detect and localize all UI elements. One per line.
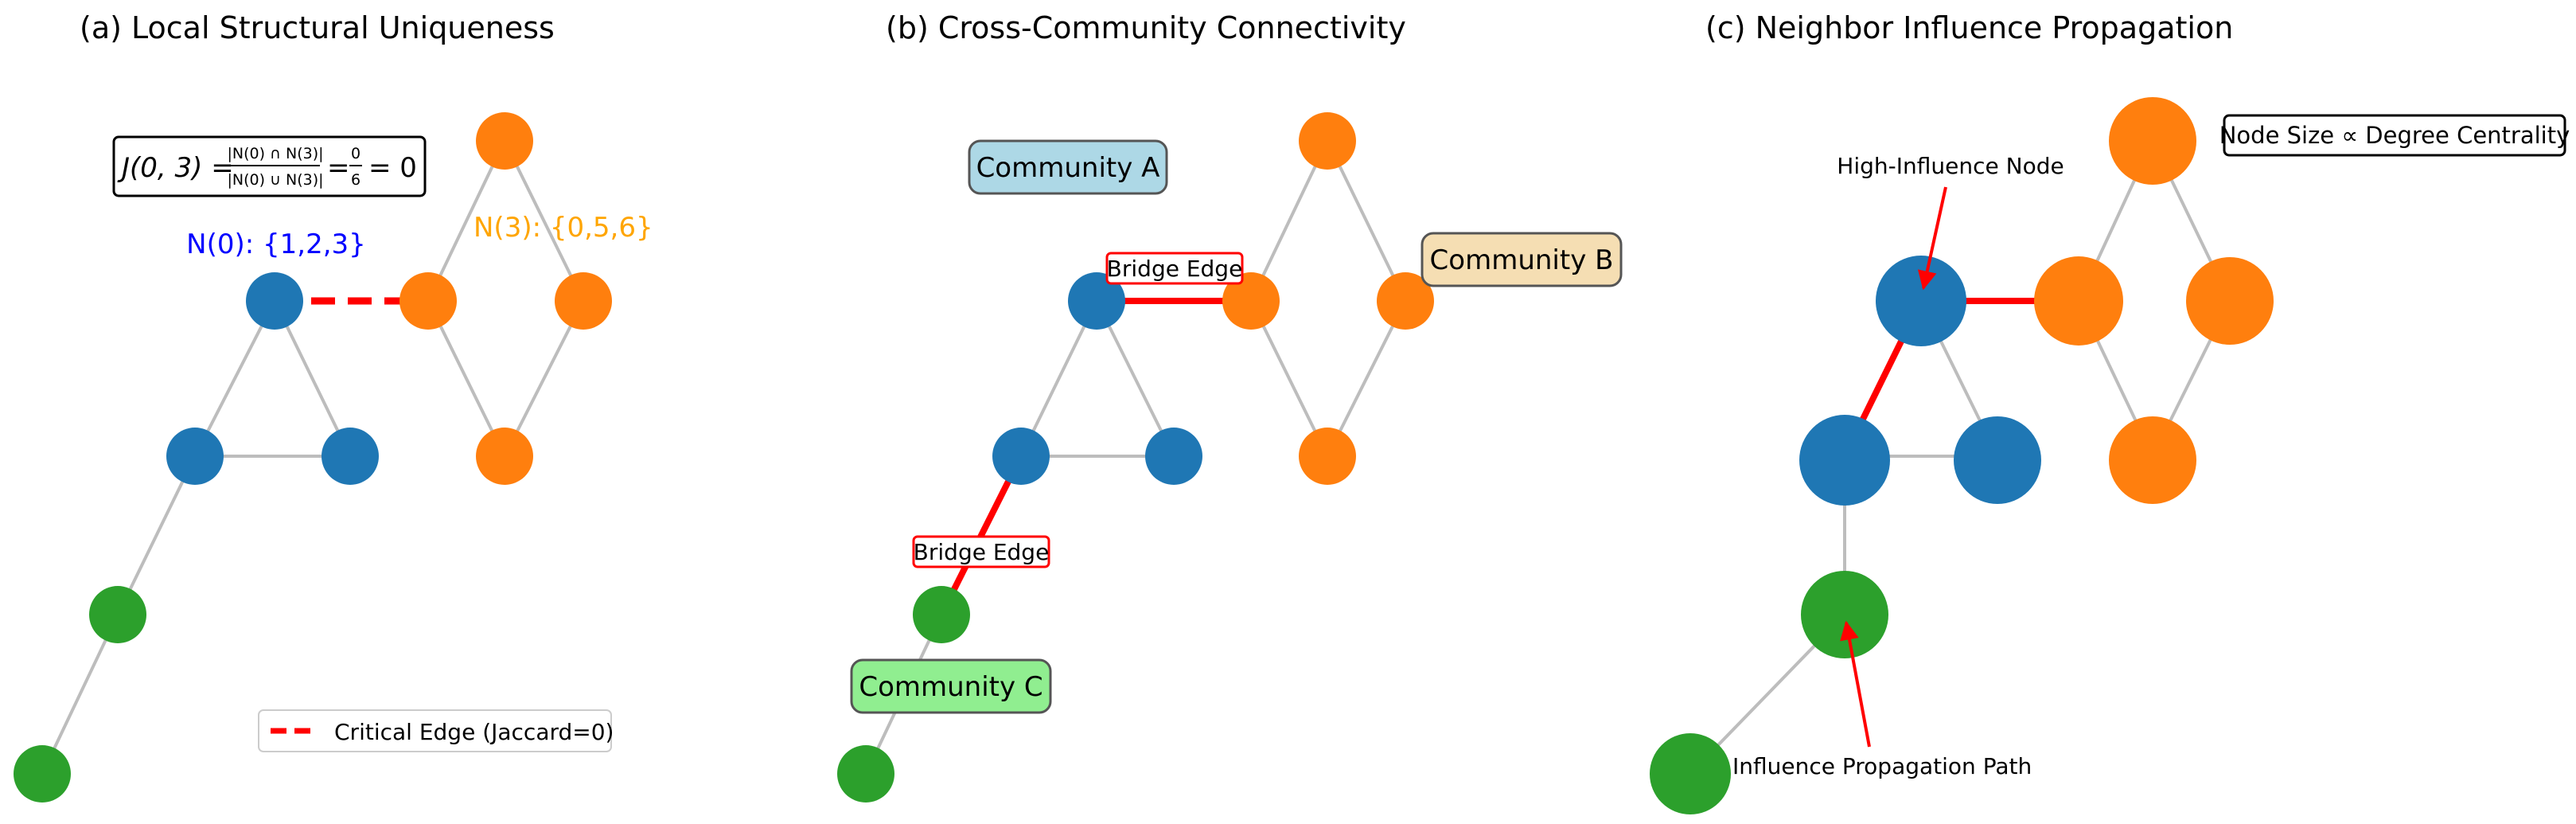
size-note-text: Node Size ∝ Degree Centrality xyxy=(2219,122,2570,149)
node-b-green-1 xyxy=(913,586,970,643)
node-4 xyxy=(476,112,533,170)
node-6 xyxy=(476,428,533,485)
node-c-3 xyxy=(2034,256,2123,346)
edge-3-6 xyxy=(427,300,506,457)
formula-denominator: |N(0) ∪ N(3)| xyxy=(227,171,323,189)
edge-b-0-2 xyxy=(1095,300,1175,457)
edge-5-6 xyxy=(503,300,585,457)
node-b-2 xyxy=(1145,428,1202,485)
propagation-arrow-icon xyxy=(1840,620,1871,748)
node-b-5 xyxy=(1377,272,1434,330)
node-3 xyxy=(399,272,457,330)
node-b-4 xyxy=(1299,112,1356,170)
node-c-6 xyxy=(2109,416,2196,504)
panel-c-title: (c) Neighbor Influence Propagation xyxy=(1705,10,2233,45)
edge-b-0-1 xyxy=(1019,300,1098,457)
panel-c: (c) Neighbor Influence Propagation Node … xyxy=(1650,10,2570,814)
bridge-label-top: Bridge Edge xyxy=(1105,252,1244,285)
community-c-text: Community C xyxy=(859,671,1042,703)
node-2 xyxy=(322,428,379,485)
panel-b-title: (b) Cross-Community Connectivity xyxy=(886,10,1406,45)
node-c-1 xyxy=(1799,415,1890,506)
size-note: Node Size ∝ Degree Centrality xyxy=(2219,114,2570,157)
edge-4-5 xyxy=(503,140,585,302)
community-b-label: Community B xyxy=(1421,232,1623,287)
community-a-label: Community A xyxy=(968,139,1168,195)
formula-result: = 0 xyxy=(368,152,417,184)
formula-equals: = xyxy=(327,152,350,184)
bridge-label-bottom: Bridge Edge xyxy=(912,535,1050,568)
n3-label: N(3): {0,5,6} xyxy=(474,212,653,244)
edge-b-3-6 xyxy=(1249,300,1329,457)
node-c-green-1 xyxy=(1801,571,1888,658)
panel-a-title: (a) Local Structural Uniqueness xyxy=(80,10,555,45)
node-b-1 xyxy=(992,428,1050,485)
bridge-top-text: Bridge Edge xyxy=(1107,256,1243,282)
panel-b: (b) Cross-Community Connectivity Communi… xyxy=(837,10,1623,803)
node-b-3 xyxy=(1222,272,1280,330)
formula-frac-num: 0 xyxy=(351,145,360,162)
formula-frac-den: 6 xyxy=(351,171,360,189)
node-b-0 xyxy=(1068,272,1125,330)
edge-0-2 xyxy=(273,300,352,457)
edge-b-4-5 xyxy=(1326,140,1407,302)
node-0 xyxy=(246,272,303,330)
node-b-green-2 xyxy=(837,745,894,803)
panel-a: (a) Local Structural Uniqueness J(0, 3) … xyxy=(14,10,653,803)
edge-0-1 xyxy=(193,300,276,457)
edge-b-3-4 xyxy=(1249,140,1329,302)
bridge-bottom-text: Bridge Edge xyxy=(914,539,1050,565)
node-c-4 xyxy=(2109,97,2196,185)
node-c-0 xyxy=(1876,256,1966,346)
community-b-text: Community B xyxy=(1430,244,1614,276)
n0-label: N(0): {1,2,3} xyxy=(186,228,366,260)
edge-green-green xyxy=(41,614,119,775)
jaccard-formula: J(0, 3) = |N(0) ∩ N(3)| |N(0) ∪ N(3)| = … xyxy=(112,135,427,197)
formula-numerator: |N(0) ∩ N(3)| xyxy=(227,145,323,162)
node-1 xyxy=(166,428,224,485)
formula-lhs: J(0, 3) = xyxy=(117,152,234,184)
node-green-2 xyxy=(14,745,71,803)
high-influence-label: High-Influence Node xyxy=(1837,153,2064,179)
community-a-text: Community A xyxy=(976,152,1160,184)
node-5 xyxy=(555,272,612,330)
node-green-1 xyxy=(89,586,146,643)
high-influence-arrow-icon xyxy=(1917,186,1947,291)
community-c-label: Community C xyxy=(850,658,1052,714)
edge-3-4 xyxy=(427,140,506,302)
node-c-2 xyxy=(1954,416,2041,504)
legend-label: Critical Edge (Jaccard=0) xyxy=(334,719,614,745)
edge-b-5-6 xyxy=(1326,300,1407,457)
node-c-green-2 xyxy=(1650,733,1731,814)
legend: Critical Edge (Jaccard=0) xyxy=(258,709,614,752)
propagation-label: Influence Propagation Path xyxy=(1732,753,2032,779)
node-b-6 xyxy=(1299,428,1356,485)
node-c-5 xyxy=(2186,257,2274,345)
edge-1-green xyxy=(116,455,197,615)
